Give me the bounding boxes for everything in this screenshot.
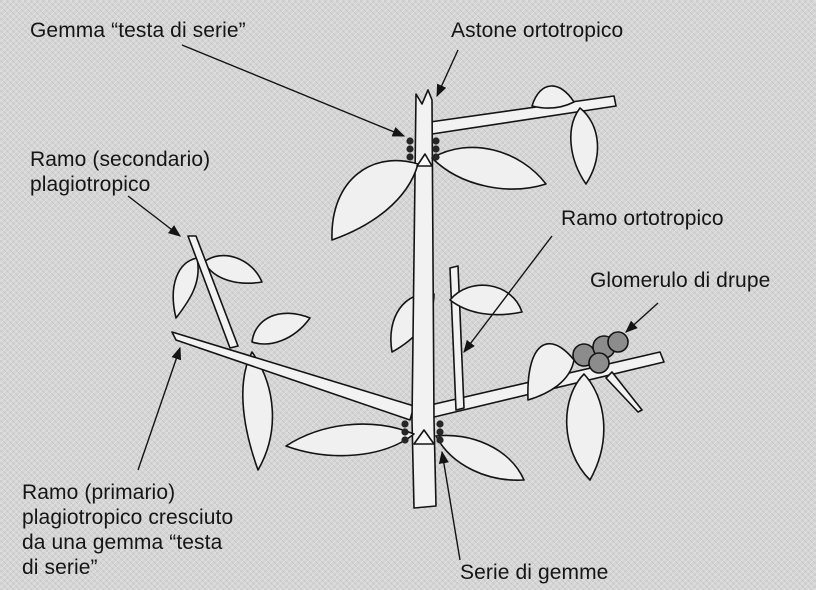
label-ramo-ortotropico: Ramo ortotropico — [561, 206, 724, 231]
drupe — [608, 332, 628, 352]
label-gemma-testa-di-serie: Gemma “testa di serie” — [30, 18, 246, 43]
main-stem — [412, 90, 436, 508]
label-astone-ortotropico: Astone ortotropico — [451, 18, 623, 43]
drupe — [589, 353, 609, 373]
label-glomerulo-di-drupe: Glomerulo di drupe — [590, 268, 770, 293]
label-ramo-secondario: Ramo (secondario) plagiotropico — [30, 147, 210, 197]
label-serie-di-gemme: Serie di gemme — [460, 560, 608, 585]
label-ramo-primario: Ramo (primario) plagiotropico cresciuto … — [22, 480, 233, 580]
